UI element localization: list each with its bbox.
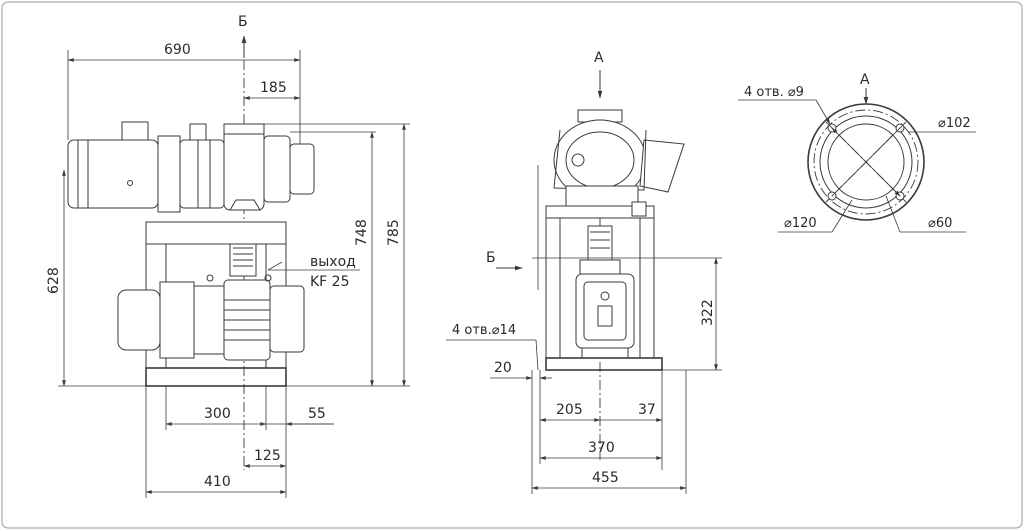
dim-20: 20 xyxy=(494,360,512,376)
base-plate xyxy=(145,367,287,387)
backing-motor-flange xyxy=(159,281,195,359)
motor-body xyxy=(67,139,159,209)
front-left-post xyxy=(545,217,561,359)
dim-55: 55 xyxy=(308,406,326,422)
side-section-mark: Б xyxy=(238,14,248,30)
flange-holes-label: 4 отв. ⌀9 xyxy=(744,85,804,100)
front-top-frame xyxy=(545,205,655,219)
rotary-pump-end xyxy=(269,285,305,353)
flange-view-mark: A xyxy=(860,72,870,88)
dim-322: 322 xyxy=(700,299,716,326)
dim-370: 370 xyxy=(588,440,615,456)
roots-inlet-flange xyxy=(223,123,265,135)
flange-inner-circle xyxy=(819,115,913,209)
front-section-mark-b: Б xyxy=(486,250,496,266)
dim-185: 185 xyxy=(260,80,287,96)
dim-125: 125 xyxy=(254,448,281,464)
front-section-mark-a: A xyxy=(594,50,604,66)
front-pipe xyxy=(587,225,613,261)
side-view: Б xyxy=(46,14,410,498)
dim-300: 300 xyxy=(204,406,231,422)
pump-coupling xyxy=(193,285,225,355)
front-view: A Б 322 xyxy=(446,50,722,494)
dim-690: 690 xyxy=(164,42,191,58)
flange-view: A 4 отв. ⌀9 ⌀102 ⌀120 ⌀60 xyxy=(738,72,976,233)
backing-motor xyxy=(117,289,161,351)
roots-end-cover xyxy=(289,143,315,195)
flange-d120: ⌀120 xyxy=(784,216,817,231)
dim-37: 37 xyxy=(638,402,656,418)
motor-flange xyxy=(157,135,181,213)
upper-frame xyxy=(145,221,287,245)
flange-d60: ⌀60 xyxy=(928,216,952,231)
outlet-size: KF 25 xyxy=(310,274,350,290)
motor-terminal-box xyxy=(121,121,149,141)
dim-410: 410 xyxy=(204,474,231,490)
flange-d102: ⌀102 xyxy=(938,116,971,131)
front-roots-feet xyxy=(565,185,639,207)
roots-pump-body xyxy=(223,129,265,211)
dim-748: 748 xyxy=(354,219,370,246)
dim-205: 205 xyxy=(556,402,583,418)
front-pump-top xyxy=(579,259,621,275)
front-side-port xyxy=(639,139,685,193)
front-base xyxy=(545,357,663,371)
flange-outer-circle xyxy=(807,103,925,221)
front-holes-label: 4 отв.⌀14 xyxy=(452,323,516,338)
dim-455: 455 xyxy=(592,470,619,486)
front-right-post xyxy=(639,217,655,359)
front-rotary-pump xyxy=(575,273,635,349)
dim-628: 628 xyxy=(46,267,62,294)
coupling-housing xyxy=(179,139,225,209)
dim-785: 785 xyxy=(386,219,402,246)
outlet-label: выход xyxy=(310,254,356,270)
